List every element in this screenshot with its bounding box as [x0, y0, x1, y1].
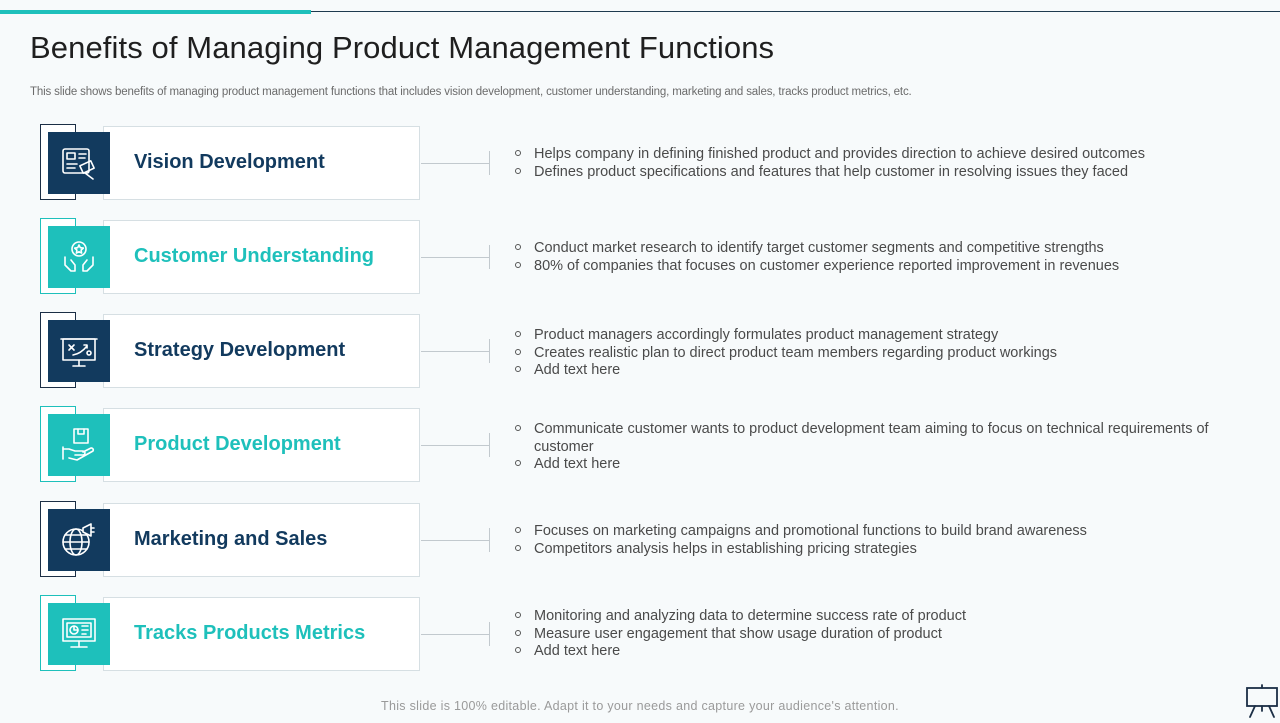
- connector-tick: [489, 245, 490, 269]
- bullet-item: Focuses on marketing campaigns and promo…: [515, 523, 1215, 541]
- bullet-text: Measure user engagement that show usage …: [534, 625, 942, 642]
- slide-subtitle: This slide shows benefits of managing pr…: [30, 86, 912, 98]
- function-row-strategy-development: Strategy Development Product managers ac…: [0, 312, 1280, 394]
- label-box: [103, 126, 420, 200]
- globe-megaphone-icon: [62, 523, 95, 556]
- bullet-text: Monitoring and analyzing data to determi…: [534, 608, 967, 624]
- function-label: Vision Development: [134, 151, 325, 173]
- bullet-item: Measure user engagement that show usage …: [515, 626, 1215, 644]
- bullet-text: Add text here: [534, 456, 621, 473]
- bullet-marker: [515, 150, 521, 156]
- connector-tick: [489, 528, 490, 552]
- bullet-list: Product managers accordingly formulates …: [515, 327, 1215, 380]
- connector-tick: [489, 622, 490, 646]
- bullet-item: Creates realistic plan to direct product…: [515, 345, 1215, 363]
- function-row-vision-development: Vision Development Helps company in defi…: [0, 124, 1280, 206]
- bullet-item: Competitors analysis helps in establishi…: [515, 541, 1215, 559]
- bullet-marker: [515, 167, 521, 174]
- label-box: [103, 220, 420, 294]
- presentation-board-icon: [1244, 684, 1280, 723]
- bullet-item: Communicate customer wants to product de…: [515, 421, 1215, 456]
- connector-line: [421, 540, 489, 541]
- top-accent-bar: [0, 10, 311, 14]
- bullet-marker: [515, 544, 521, 551]
- connector-line: [421, 257, 489, 258]
- bullet-text: Add text here: [534, 643, 621, 660]
- bullet-marker: [515, 629, 521, 636]
- label-box: [103, 408, 420, 482]
- top-rule: [0, 11, 1280, 12]
- bullet-text: Communicate customer wants to product de…: [534, 421, 1209, 455]
- bullet-item: 80% of companies that focuses on custome…: [515, 258, 1215, 276]
- connector-line: [421, 634, 489, 635]
- connector-tick: [489, 433, 490, 457]
- icon-tile: [48, 226, 110, 288]
- icon-tile: [48, 509, 110, 571]
- bullet-marker: [515, 612, 521, 618]
- bullet-text: Competitors analysis helps in establishi…: [534, 540, 917, 557]
- label-box: [103, 597, 420, 671]
- bullet-text: Defines product specifications and featu…: [534, 163, 1129, 180]
- bullet-item: Add text here: [515, 362, 1215, 380]
- function-row-product-development: Product Development Communicate customer…: [0, 406, 1280, 488]
- icon-tile: [48, 132, 110, 194]
- slide-title: Benefits of Managing Product Management …: [30, 30, 775, 65]
- bullet-marker: [515, 460, 521, 467]
- bullet-item: Defines product specifications and featu…: [515, 164, 1215, 182]
- bullet-list: Communicate customer wants to product de…: [515, 421, 1215, 474]
- bullet-list: Helps company in defining finished produ…: [515, 146, 1215, 181]
- bullet-text: Focuses on marketing campaigns and promo…: [534, 523, 1087, 539]
- strategy-board-icon: [60, 338, 98, 367]
- bullet-marker: [515, 527, 521, 533]
- bullet-list: Monitoring and analyzing data to determi…: [515, 608, 1215, 661]
- function-row-tracks-products-metrics: Tracks Products Metrics Monitoring and a…: [0, 595, 1280, 677]
- hands-star-icon: [64, 241, 94, 272]
- bullet-marker: [515, 647, 521, 654]
- label-box: [103, 314, 420, 388]
- function-label: Tracks Products Metrics: [134, 622, 366, 644]
- icon-tile: [48, 414, 110, 476]
- function-label: Marketing and Sales: [134, 528, 328, 550]
- bullet-item: Conduct market research to identify targ…: [515, 240, 1215, 258]
- function-label: Strategy Development: [134, 339, 346, 361]
- connector-line: [421, 445, 489, 446]
- bullet-list: Conduct market research to identify targ…: [515, 240, 1215, 275]
- bullet-marker: [515, 425, 521, 431]
- bullet-text: 80% of companies that focuses on custome…: [534, 257, 1120, 274]
- bullet-marker: [515, 244, 521, 250]
- bullet-list: Focuses on marketing campaigns and promo…: [515, 523, 1215, 558]
- bullet-marker: [515, 348, 521, 355]
- bullet-item: Add text here: [515, 643, 1215, 661]
- bullet-item: Add text here: [515, 456, 1215, 474]
- bullet-text: Product managers accordingly formulates …: [534, 327, 999, 343]
- monitor-dashboard-icon: [62, 618, 96, 648]
- bullet-text: Helps company in defining finished produ…: [534, 146, 1145, 162]
- function-row-marketing-and-sales: Marketing and Sales Focuses on marketing…: [0, 501, 1280, 583]
- bullet-text: Add text here: [534, 362, 621, 379]
- hand-box-icon: [62, 428, 95, 461]
- function-label: Customer Understanding: [134, 245, 375, 267]
- bullet-item: Product managers accordingly formulates …: [515, 327, 1215, 345]
- footer-note: This slide is 100% editable. Adapt it to…: [381, 699, 899, 713]
- bullet-marker: [515, 261, 521, 268]
- bullet-marker: [515, 366, 521, 373]
- bullet-item: Monitoring and analyzing data to determi…: [515, 608, 1215, 626]
- bullet-text: Conduct market research to identify targ…: [534, 240, 1104, 256]
- bullet-item: Helps company in defining finished produ…: [515, 146, 1215, 164]
- bullet-text: Creates realistic plan to direct product…: [534, 344, 1058, 361]
- function-row-customer-understanding: Customer Understanding Conduct market re…: [0, 218, 1280, 300]
- connector-line: [421, 163, 489, 164]
- connector-tick: [489, 339, 490, 363]
- function-label: Product Development: [134, 433, 341, 455]
- icon-tile: [48, 320, 110, 382]
- bullet-marker: [515, 331, 521, 337]
- icon-tile: [48, 603, 110, 665]
- connector-line: [421, 351, 489, 352]
- vision-board-icon: [62, 148, 95, 180]
- connector-tick: [489, 151, 490, 175]
